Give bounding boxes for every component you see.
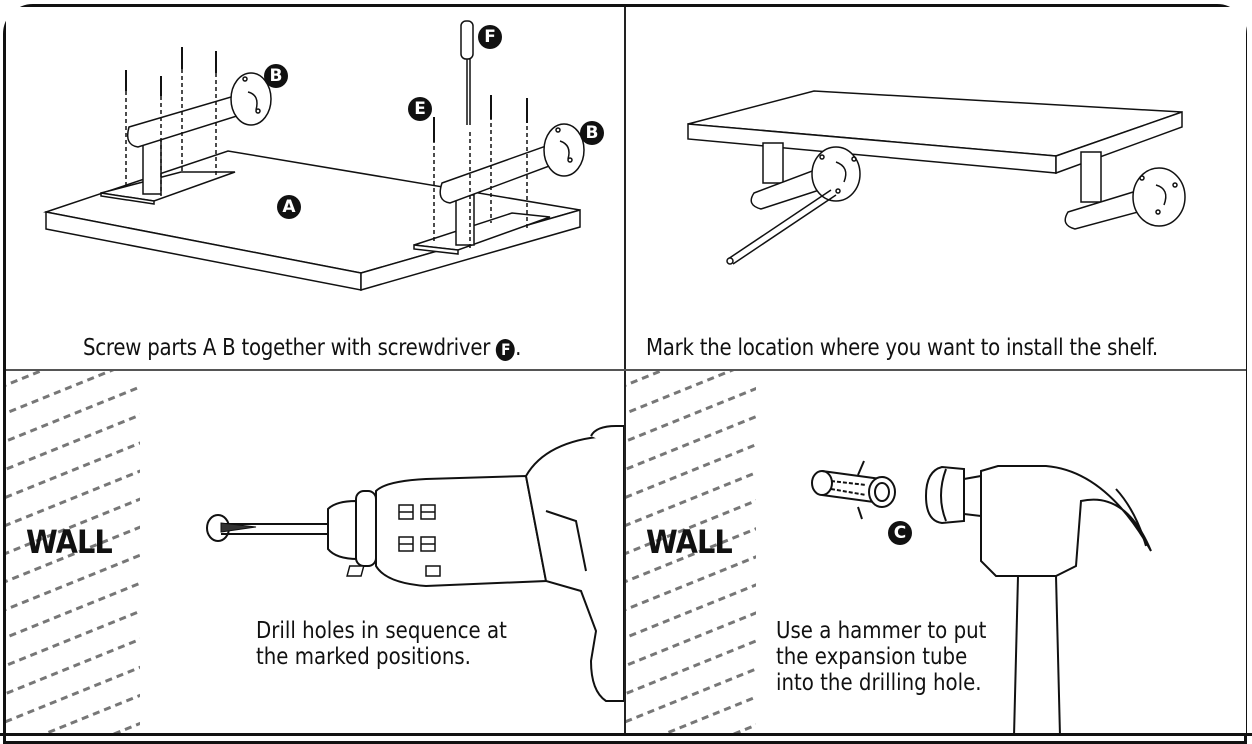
screwdriver — [460, 20, 474, 125]
step-4-caption-line: the expansion tube — [776, 644, 968, 670]
step-3-caption-line: Drill holes in sequence at — [256, 618, 507, 644]
step-4-caption: Use a hammer to put the expansion tube i… — [776, 618, 986, 696]
step-2-caption: Mark the location where you want to inst… — [646, 335, 1158, 361]
expansion-tube — [811, 460, 896, 520]
wall-hatching — [626, 371, 756, 736]
wall-label: WALL — [26, 523, 113, 561]
part-label-b-right: B — [580, 121, 604, 145]
step-1-caption-text: Screw parts A B together with screwdrive… — [83, 335, 497, 361]
step-4-caption-line: Use a hammer to put — [776, 618, 987, 644]
step-4-panel: WALL C Use a hammer to put the expansion… — [626, 371, 1246, 736]
step-1-caption: Screw parts A B together with screwdrive… — [83, 335, 521, 361]
step-2-panel: Mark the location where you want to inst… — [626, 7, 1246, 369]
step-1-illustration — [43, 20, 585, 291]
step-1-caption-suffix: . — [515, 335, 522, 361]
bottom-border — [0, 733, 1252, 736]
part-label-c: C — [888, 521, 912, 545]
part-label-e: E — [408, 97, 432, 121]
vertical-divider — [624, 7, 626, 736]
horizontal-divider — [6, 369, 1246, 371]
step-3-caption-line: the marked positions. — [256, 644, 471, 670]
drill-illustration — [206, 425, 624, 702]
step-1-panel: B A B E F Screw parts A B together with … — [6, 7, 624, 369]
step-2-illustration — [687, 90, 1186, 265]
wall-hatching — [6, 371, 140, 736]
hammer-illustration — [811, 460, 1152, 736]
screwdriver-badge-f: F — [496, 339, 516, 361]
pencil — [726, 189, 837, 265]
part-label-b-left: B — [264, 64, 288, 88]
wall-label: WALL — [646, 523, 733, 561]
step-3-panel: WALL Drill holes in sequence at the mark… — [6, 371, 624, 736]
shelf-board — [687, 90, 1183, 175]
part-label-f: F — [478, 25, 502, 49]
step-4-caption-line: into the drilling hole. — [776, 670, 982, 696]
step-3-caption: Drill holes in sequence at the marked po… — [256, 618, 507, 670]
part-label-a: A — [277, 195, 301, 219]
